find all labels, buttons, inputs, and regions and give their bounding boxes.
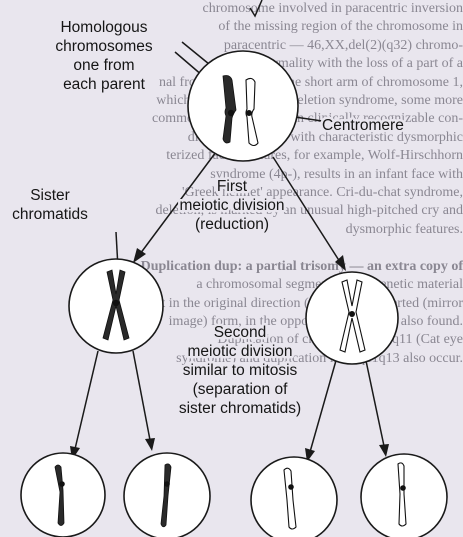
arrowhead-left-lr (145, 438, 155, 451)
label-first-meiotic-division: First meiotic division (reduction) (179, 178, 284, 233)
arrow-right-to-rr (365, 356, 384, 446)
arrowhead-parent-left (133, 248, 146, 263)
cell-first-division-right (306, 272, 398, 364)
label-second-line4: (separation of (193, 381, 288, 398)
label-homologous-line2: chromosomes (55, 38, 153, 55)
centromere-dot-white (246, 110, 252, 116)
label-homologous-line4: each parent (63, 76, 146, 93)
label-first-line3: (reduction) (195, 216, 269, 233)
label-second-line1: Second (214, 324, 267, 341)
arrow-left-to-ll (75, 351, 98, 449)
arrow-right-to-rl (310, 357, 337, 452)
label-sister-line1: Sister (30, 187, 70, 204)
centromere-dot-dark (228, 110, 234, 116)
centromere-dot-right-cell (349, 311, 355, 317)
pen-doodle (250, 0, 262, 16)
label-first-line1: First (217, 178, 248, 195)
label-sister-chromatids: Sister chromatids (12, 187, 88, 223)
centromere-dot-left-cell (113, 300, 119, 306)
gamete-cell-1 (21, 453, 105, 537)
label-homologous-line3: one from (73, 57, 134, 74)
parent-cell (188, 51, 298, 161)
cell-first-division-left (69, 259, 163, 353)
arrow-left-to-lr (133, 351, 150, 440)
label-second-line2: meiotic division (187, 343, 292, 360)
label-homologous-chromosomes: Homologous chromosomes one from each par… (55, 19, 153, 93)
gamete-1-centromere (59, 481, 65, 487)
gamete-4-centromere (400, 485, 406, 491)
gamete-cell-4 (361, 454, 447, 537)
gamete-2-centromere (164, 481, 170, 487)
gamete-3-centromere (288, 484, 294, 490)
gamete-cell-3 (251, 457, 337, 537)
arrowhead-right-rr (379, 444, 389, 457)
label-sister-line2: chromatids (12, 206, 88, 223)
label-centromere: Centromere (322, 117, 404, 134)
label-second-line3: similar to mitosis (183, 362, 298, 379)
gamete-cell-2 (124, 453, 210, 537)
label-second-line5: sister chromatids) (179, 400, 301, 417)
label-homologous-line1: Homologous (60, 19, 147, 36)
label-second-meiotic-division: Second meiotic division similar to mitos… (179, 324, 301, 417)
label-first-line2: meiotic division (179, 197, 284, 214)
